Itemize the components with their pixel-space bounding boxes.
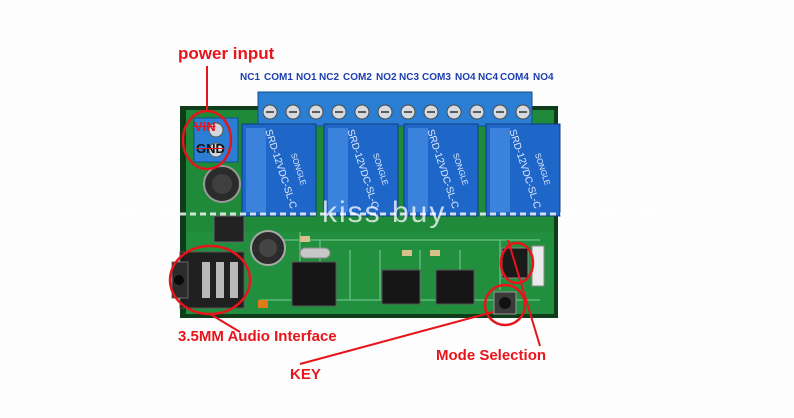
terminal-label: NO4 [533, 72, 554, 83]
terminal-label: COM4 [500, 72, 529, 83]
watermark-text: kiss buy [322, 196, 447, 229]
terminal-label: COM3 [422, 72, 451, 83]
terminal-label: NC4 [478, 72, 499, 83]
relay-terminal-strip [257, 91, 533, 127]
gnd-label: GND [196, 141, 225, 156]
terminal-label: NC2 [319, 72, 340, 83]
relay-highlight [490, 128, 510, 212]
terminal-screws [262, 104, 531, 120]
terminal-label: NO1 [296, 72, 317, 83]
mode-selection-label: Mode Selection [436, 347, 547, 364]
regulator [213, 215, 245, 243]
terminal-label: NO4 [455, 72, 476, 83]
relay-highlight [328, 128, 348, 212]
power-input-label: power input [178, 44, 275, 63]
relay-highlight [246, 128, 266, 212]
annotation-lines [206, 66, 541, 365]
terminal-label: COM1 [264, 72, 293, 83]
ic-large [291, 261, 337, 307]
audio-interface-label: 3.5MM Audio Interface [178, 328, 337, 345]
terminal-label: NC3 [399, 72, 420, 83]
terminal-label: NO2 [376, 72, 397, 83]
ic-1 [381, 269, 421, 305]
terminal-label: COM2 [343, 72, 372, 83]
key-annotation-circle [483, 283, 527, 327]
vin-label: VIN [194, 119, 216, 134]
ic-2 [435, 269, 475, 305]
terminal-label: NC1 [240, 72, 261, 83]
key-label: KEY [290, 366, 321, 383]
crystal [299, 247, 331, 259]
mode-annotation-circle [499, 241, 535, 285]
relay-highlight [408, 128, 428, 212]
